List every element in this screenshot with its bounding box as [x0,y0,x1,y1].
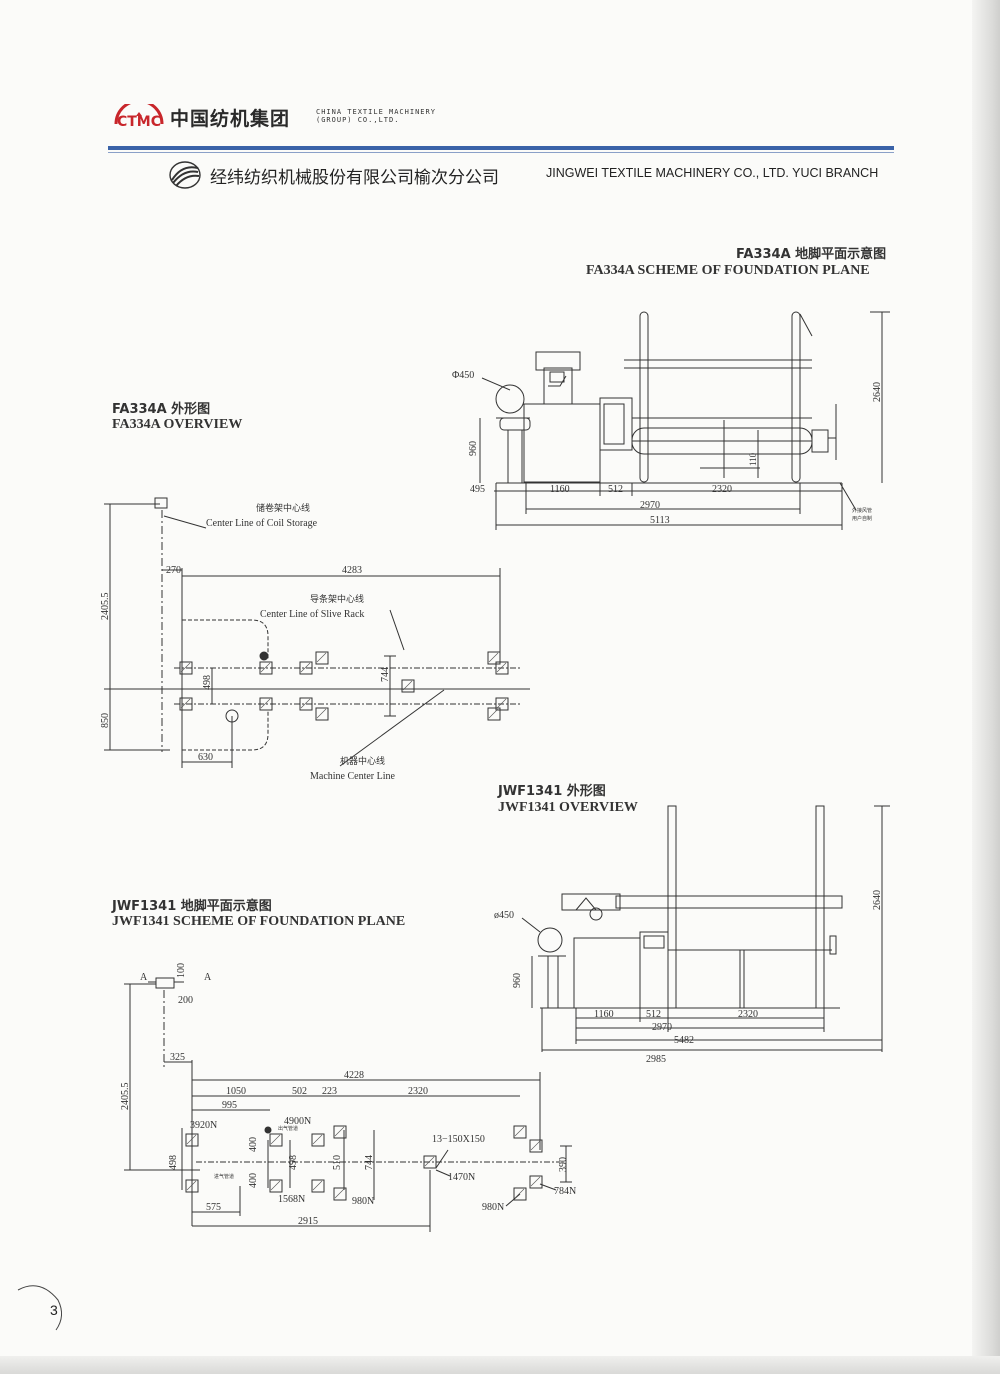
section-a-left: A [140,972,148,983]
jwf1341-d1160: 1160 [594,1009,614,1020]
ctmc-logo-text: CTMC [117,114,161,130]
jwf-f1470: 1470N [448,1172,475,1183]
fa334a-d744: 744 [380,667,391,682]
jwf-d223: 223 [322,1086,337,1097]
group-name-en-line1: CHINA TEXTILE MACHINERY [316,108,436,116]
group-name-en-line2: (GROUP) CO.,LTD. [316,116,400,124]
fa334a-d2970: 2970 [640,500,660,511]
jwf1341-dia-label: ø450 [494,910,514,921]
machine-center-cn: 机器中心线 [340,755,385,766]
jwf-f4900: 4900N [284,1116,311,1127]
jwf-d1050: 1050 [226,1086,246,1097]
fa334a-d630: 630 [198,752,213,763]
jwf-d325: 325 [170,1052,185,1063]
fa334a-h2640: 2640 [872,382,883,402]
jwf-d2405: 2405.5 [120,1083,131,1111]
fa334a-d1160: 1160 [550,484,570,495]
fa334a-overview-title-cn: FA334A 外形图 [112,402,211,417]
jwf-d510: 510 [332,1155,343,1170]
section-a-right: A [204,972,212,983]
jwf1341-d2985: 2985 [646,1054,666,1065]
jwf-d575: 575 [206,1202,221,1213]
jwf1341-h2640: 2640 [872,890,883,910]
fa334a-note-cn-1: 外接风管 [852,507,872,514]
jwf-d995: 995 [222,1100,237,1111]
fa334a-d512: 512 [608,484,623,495]
jwf-duct-cn-a: 出气管道 [278,1125,298,1132]
jwf1341-overview-title-en: JWF1341 OVERVIEW [498,800,638,815]
fa334a-d270: 270 [166,565,181,576]
jwf-d498a: 498 [168,1155,179,1170]
jwf-duct-cn-b: 进气管道 [214,1173,234,1180]
jwf-d502: 502 [292,1086,307,1097]
fa334a-d2405: 2405.5 [100,593,111,621]
jwf1341-coil-circle [537,927,563,953]
fa334a-h110: 110 [748,452,758,466]
jwf1341-d2320: 2320 [738,1009,758,1020]
group-name-cn: 中国纺机集团 [170,108,291,130]
page-bottom-edge [0,1356,1000,1374]
jwf-f784: 784N [554,1186,576,1197]
fa334a-note-cn-2: 用户自制 [852,515,872,522]
slive-center-en: Center Line of Slive Rack [260,609,364,620]
jingwei-swirl-logo-icon [169,161,201,189]
ctmc-gear-logo-icon: CTMC [114,104,164,130]
jwf-f980a: 980N [352,1196,374,1207]
fa334a-plane-title-en: FA334A SCHEME OF FOUNDATION PLANE [586,263,870,278]
jwf-d4228: 4228 [344,1070,364,1081]
fa334a-plane-title-cn: FA334A 地脚平面示意图 [736,247,887,262]
fa334a-d850: 850 [100,713,111,728]
page-edge-shadow [972,0,1000,1374]
fa334a-d498: 498 [202,675,213,690]
header-rule-thin [108,152,894,153]
fa334a-overview-title-en: FA334A OVERVIEW [112,417,243,432]
jwf-bolt-spec: 13−150X150 [432,1134,485,1145]
jwf-f1568: 1568N [278,1194,305,1205]
fa334a-dia-label: Φ450 [452,370,474,381]
jwf-d2320: 2320 [408,1086,428,1097]
header-rule [108,146,894,150]
group-name-en: CHINA TEXTILE MACHINERY (GROUP) CO.,LTD. [316,108,436,124]
jwf-d390: 390 [558,1157,569,1172]
fa334a-d2320: 2320 [712,484,732,495]
coil-center-cn: 储卷架中心线 [256,502,310,513]
jwf-f3920: 3920N [190,1120,217,1131]
jwf-d100: 100 [176,963,187,978]
jwf1341-d5482: 5482 [674,1035,694,1046]
jwf1341-d2970: 2970 [652,1022,672,1033]
fa334a-d5113: 5113 [650,515,670,526]
jwf-d200: 200 [178,995,193,1006]
slive-center-cn: 导条架中心线 [310,593,364,604]
jwf-d744: 744 [364,1155,375,1170]
jwf1341-plane-title-en: JWF1341 SCHEME OF FOUNDATION PLANE [112,914,406,929]
jwf1341-d512: 512 [646,1009,661,1020]
jwf-f980b: 980N [482,1202,504,1213]
jwf-d498b: 498 [288,1155,299,1170]
jwf1341-plane-title-cn: JWF1341 地脚平面示意图 [112,899,272,914]
coil-center-en: Center Line of Coil Storage [206,518,318,529]
page-number: 3 [50,1302,58,1318]
jwf1341-h960: 960 [512,973,523,988]
company-name-en: JINGWEI TEXTILE MACHINERY CO., LTD. YUCI… [546,166,879,180]
jwf-d2915: 2915 [298,1216,318,1227]
jwf-d400b: 400 [248,1173,259,1188]
fa334a-d495: 495 [470,484,485,495]
machine-center-en: Machine Center Line [310,771,396,782]
jwf-d400a: 400 [248,1137,259,1152]
jwf1341-overview-title-cn: JWF1341 外形图 [498,784,606,799]
fa334a-coil-circle [495,384,525,414]
fa334a-d4283: 4283 [342,565,362,576]
fa334a-h960: 960 [468,441,479,456]
company-name-cn: 经纬纺织机械股份有限公司榆次分公司 [210,168,499,188]
